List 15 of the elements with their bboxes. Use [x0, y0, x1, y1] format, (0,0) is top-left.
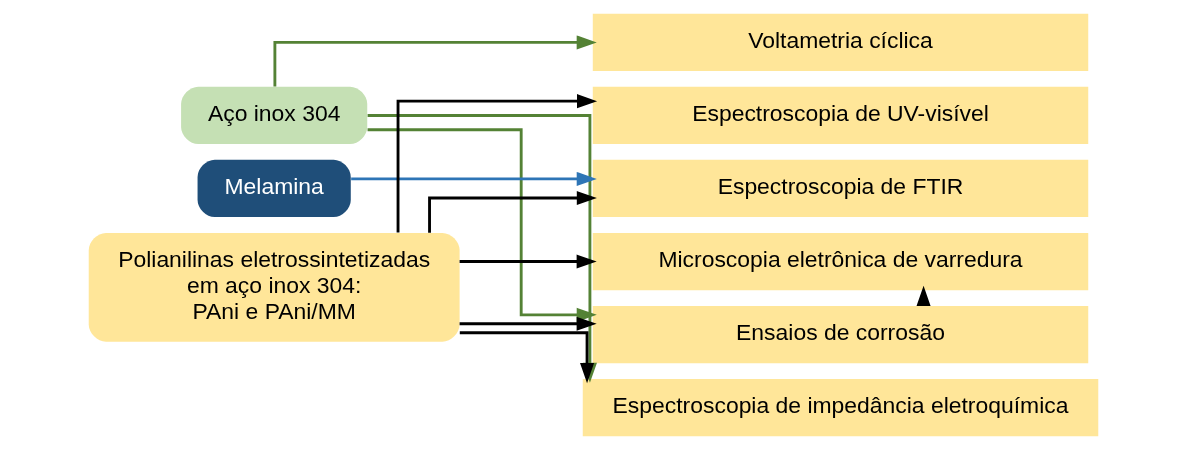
arrow: [427, 191, 597, 233]
arrow: [396, 94, 597, 233]
arrow: [350, 171, 597, 186]
node-box: Polianilinas eletrossintetizadas em aço inox 304: PAni e PAni/MM: [88, 232, 460, 342]
arrow: [459, 254, 597, 269]
arrow: [272, 35, 597, 87]
node-box: Aço inox 304: [180, 86, 367, 145]
arrow: [459, 316, 597, 331]
node-box: Voltametria cíclica: [592, 13, 1088, 72]
arrow: [459, 331, 594, 384]
node-box: Espectroscopia de FTIR: [592, 159, 1088, 218]
node-box: Microscopia eletrônica de varredura: [592, 232, 1088, 291]
node-box: Espectroscopia de impedância eletroquímica: [582, 378, 1098, 437]
node-box: Espectroscopia de UV-visível: [592, 86, 1088, 145]
node-box: Melamina: [197, 159, 351, 218]
